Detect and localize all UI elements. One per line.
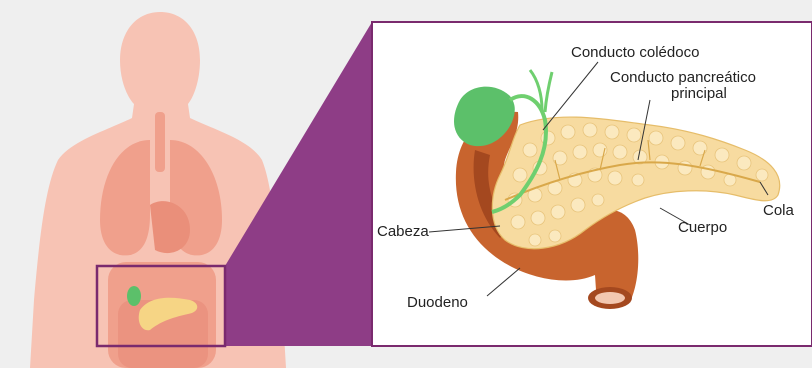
label-conducto-coledoco: Conducto colédoco <box>571 45 699 61</box>
label-cabeza: Cabeza <box>377 224 429 240</box>
label-cola: Cola <box>763 203 794 219</box>
label-conducto-pancreatico: Conducto pancreático <box>610 70 756 86</box>
label-principal: principal <box>671 86 727 102</box>
label-cuerpo: Cuerpo <box>678 220 727 236</box>
label-duodeno: Duodeno <box>407 295 468 311</box>
